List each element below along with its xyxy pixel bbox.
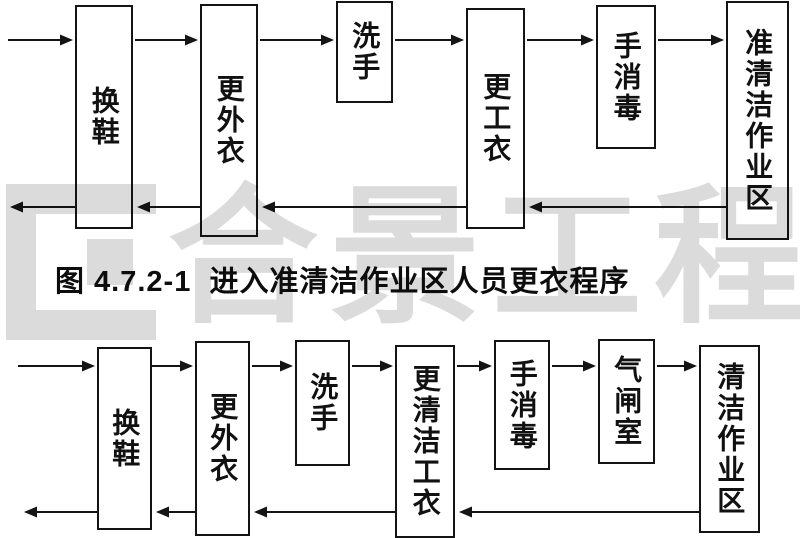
flow1-step-change-outerwear: 更外衣 bbox=[200, 4, 258, 237]
step-label: 换鞋 bbox=[88, 86, 120, 148]
flow1-step-hand-disinfection: 手消毒 bbox=[596, 5, 656, 149]
flow2-step-clean-area: 清洁作业区 bbox=[699, 345, 760, 533]
step-label: 更外衣 bbox=[213, 74, 245, 167]
step-label: 气闸室 bbox=[611, 355, 643, 448]
step-label: 手消毒 bbox=[506, 358, 538, 452]
step-label: 清洁作业区 bbox=[714, 361, 746, 517]
flow1-step-wash-hands: 洗手 bbox=[336, 1, 393, 103]
flow1-step-change-workwear: 更工衣 bbox=[466, 8, 525, 229]
flow2-step-change-outerwear: 更外衣 bbox=[195, 341, 250, 536]
figure-caption: 图 4.7.2-1 进入准清洁作业区人员更衣程序 bbox=[55, 266, 630, 298]
step-label: 准清洁作业区 bbox=[742, 27, 774, 214]
flow2-step-hand-disinfection: 手消毒 bbox=[494, 340, 550, 470]
step-label: 洗手 bbox=[307, 372, 339, 434]
step-label: 更工衣 bbox=[480, 72, 512, 165]
step-label: 手消毒 bbox=[610, 30, 642, 124]
step-label: 更外衣 bbox=[207, 392, 239, 485]
flow2-step-change-clean-workwear: 更清洁工衣 bbox=[395, 345, 455, 538]
flow2-step-wash-hands: 洗手 bbox=[295, 340, 350, 466]
flow2-step-airlock: 气闸室 bbox=[598, 339, 655, 464]
flow1-step-quasi-clean-area: 准清洁作业区 bbox=[726, 1, 789, 240]
flow1-step-change-shoes: 换鞋 bbox=[75, 5, 133, 229]
step-label: 更清洁工衣 bbox=[409, 364, 441, 519]
flow2-step-change-shoes: 换鞋 bbox=[97, 347, 152, 530]
step-label: 换鞋 bbox=[109, 407, 141, 470]
step-label: 洗手 bbox=[349, 21, 381, 83]
